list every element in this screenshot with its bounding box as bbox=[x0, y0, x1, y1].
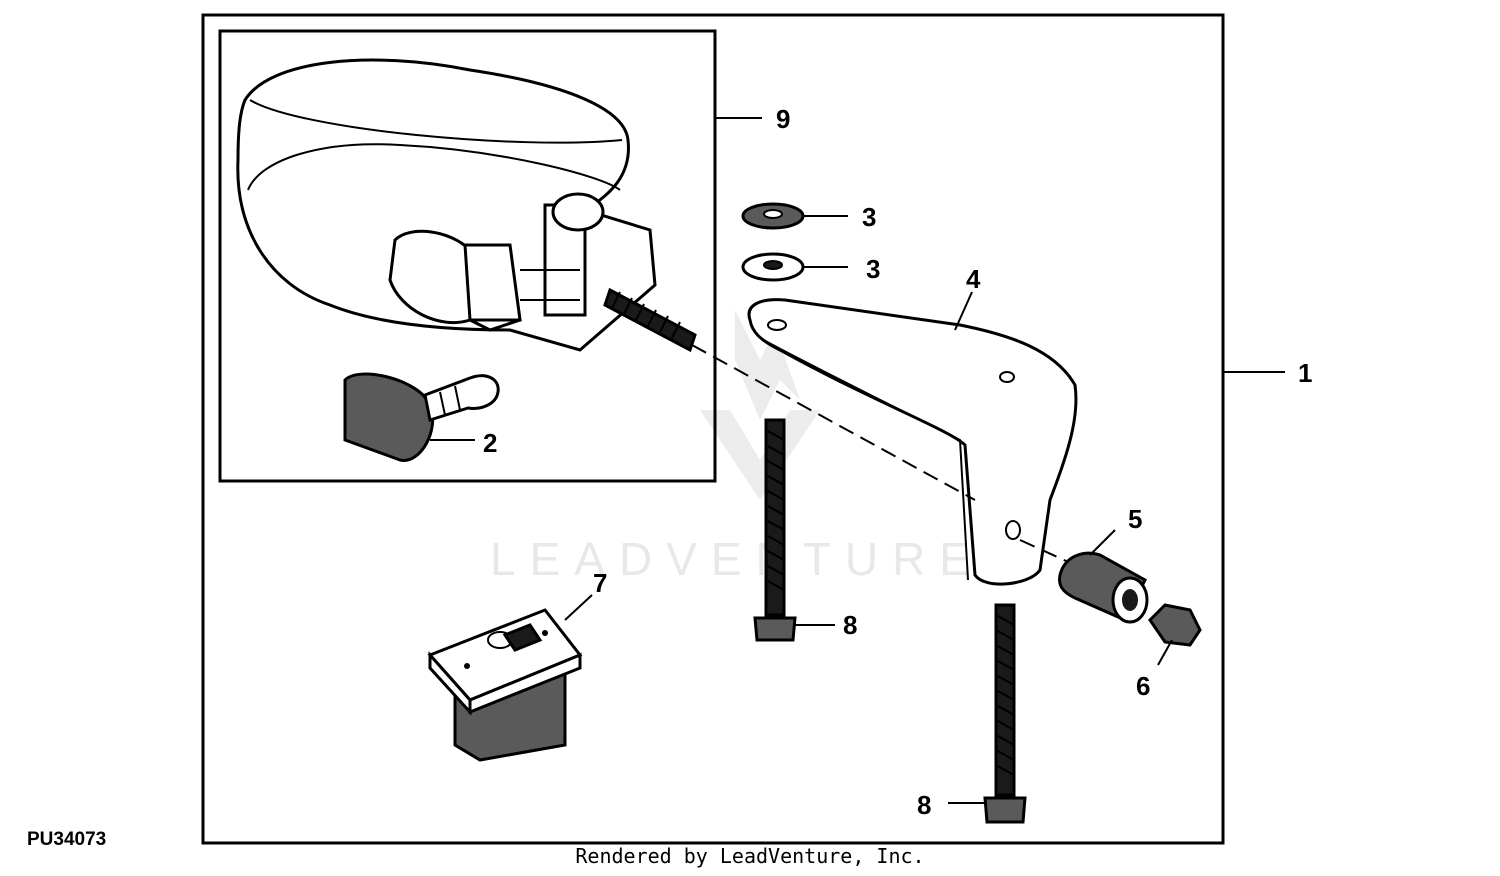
credit-line: Rendered by LeadVenture, Inc. bbox=[575, 844, 925, 868]
assembly-lines bbox=[691, 344, 1076, 566]
nut bbox=[1148, 603, 1202, 647]
callout-9: 9 bbox=[776, 104, 790, 134]
leader-lines bbox=[430, 117, 1285, 804]
switch bbox=[427, 608, 583, 762]
callout-3-lower: 3 bbox=[866, 254, 880, 284]
bulb bbox=[343, 372, 500, 462]
bracket bbox=[747, 298, 1078, 586]
callout-7: 7 bbox=[593, 568, 607, 598]
washers bbox=[741, 202, 805, 282]
figure-id: PU34073 bbox=[27, 829, 107, 850]
callout-2: 2 bbox=[483, 428, 497, 458]
outer-frame bbox=[201, 13, 1225, 845]
callout-8-upper: 8 bbox=[843, 610, 857, 640]
lamp-housing bbox=[236, 58, 697, 353]
spacer bbox=[1058, 551, 1149, 624]
callout-5: 5 bbox=[1128, 504, 1142, 534]
watermark: LEADVENTURE bbox=[490, 310, 984, 585]
callout-8-lower: 8 bbox=[917, 790, 931, 820]
callout-4: 4 bbox=[966, 264, 981, 294]
watermark-text: LEADVENTURE bbox=[490, 533, 984, 585]
inset-frame bbox=[218, 29, 717, 483]
callout-1: 1 bbox=[1298, 358, 1312, 388]
callout-6: 6 bbox=[1136, 671, 1150, 701]
bolts bbox=[753, 418, 1027, 824]
callout-3-upper: 3 bbox=[862, 202, 876, 232]
